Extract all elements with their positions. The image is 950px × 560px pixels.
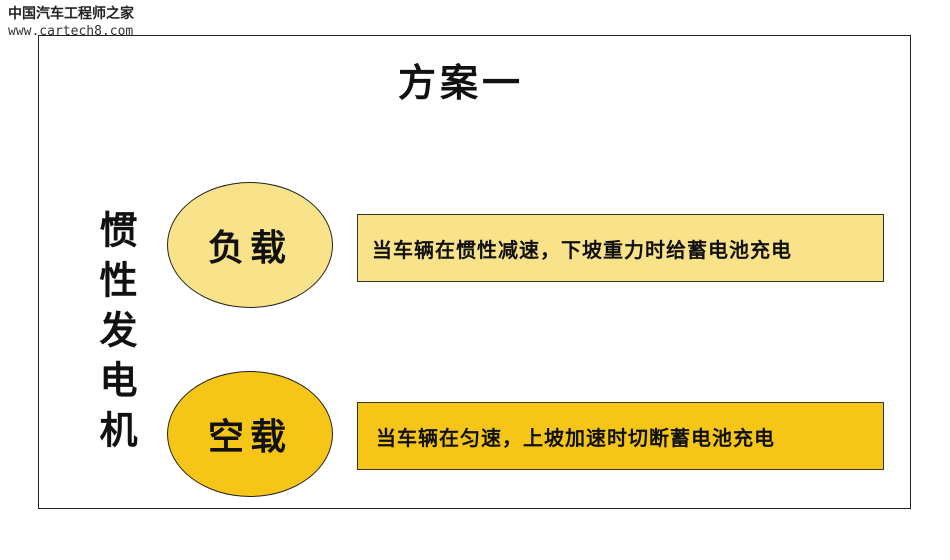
slide-title: 方案一 bbox=[397, 60, 524, 105]
generator-label: 惯性发电机 bbox=[93, 210, 138, 460]
watermark-url: www.cartech8.com bbox=[8, 23, 134, 39]
no-load-mode-description: 当车辆在匀速，上坡加速时切断蓄电池充电 bbox=[357, 402, 884, 470]
load-mode-ellipse: 负载 bbox=[167, 182, 333, 308]
watermark: 中国汽车工程师之家 www.cartech8.com bbox=[8, 6, 134, 40]
no-load-mode-ellipse: 空载 bbox=[167, 371, 333, 497]
load-mode-description: 当车辆在惯性减速，下坡重力时给蓄电池充电 bbox=[357, 214, 884, 282]
watermark-title: 中国汽车工程师之家 bbox=[8, 6, 134, 22]
